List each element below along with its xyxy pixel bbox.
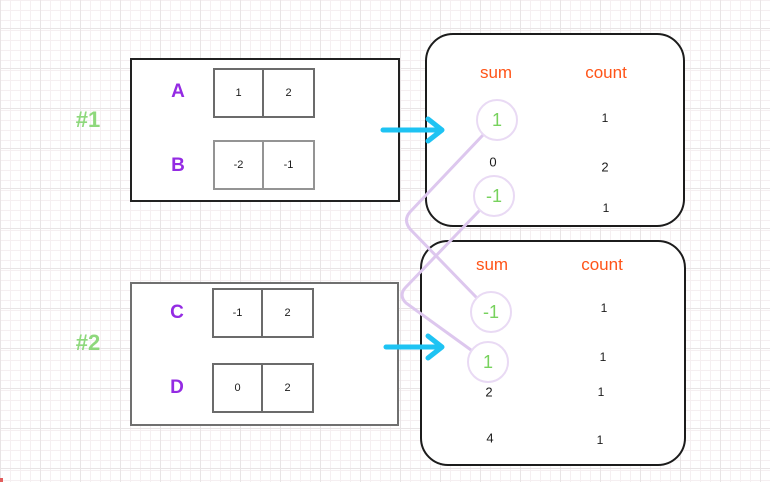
group1-row1-sum-circled: 1 (476, 99, 518, 141)
array-d-label: D (170, 377, 184, 398)
array-c-cells: -1 2 (212, 288, 314, 338)
group2-row3-sum: 2 (485, 384, 493, 400)
array-b-cell-1: -1 (264, 140, 315, 190)
array-d-cell-1: 2 (263, 363, 314, 413)
group1-row2-count: 2 (601, 159, 609, 175)
group2-row4-count: 1 (596, 433, 604, 447)
group1-label: #1 (75, 107, 101, 132)
group1-row3-count: 1 (602, 201, 610, 215)
group2-row2-sum-circled: 1 (467, 341, 509, 383)
group2-row1-count: 1 (600, 301, 608, 315)
group2-sum-header: sum (475, 255, 509, 274)
array-a-label: A (171, 81, 185, 102)
page-edge-marker (0, 478, 3, 482)
array-a-cell-1: 2 (264, 68, 315, 118)
array-b-cell-0: -2 (213, 140, 264, 190)
array-c-cell-0: -1 (212, 288, 263, 338)
group2-row4-sum: 4 (486, 430, 494, 446)
array-a-cell-0: 1 (213, 68, 264, 118)
group1-result-card (425, 33, 685, 227)
group1-count-header: count (585, 63, 627, 82)
array-a-cells: 1 2 (213, 68, 315, 118)
array-b-cells: -2 -1 (213, 140, 315, 190)
group2-row1-sum-circled: -1 (470, 291, 512, 333)
array-c-cell-1: 2 (263, 288, 314, 338)
array-b-label: B (171, 155, 185, 176)
group2-result-card (420, 240, 686, 466)
group1-row1-count: 1 (601, 111, 609, 125)
group1-row2-sum: 0 (489, 154, 497, 170)
group1-sum-header: sum (479, 63, 513, 82)
group2-row3-count: 1 (597, 385, 605, 399)
array-d-cells: 0 2 (212, 363, 314, 413)
group2-label: #2 (75, 330, 101, 355)
array-c-label: C (170, 302, 184, 323)
array-d-cell-0: 0 (212, 363, 263, 413)
group2-row2-count: 1 (599, 350, 607, 364)
group2-count-header: count (581, 255, 623, 274)
group1-row3-sum-circled: -1 (473, 175, 515, 217)
